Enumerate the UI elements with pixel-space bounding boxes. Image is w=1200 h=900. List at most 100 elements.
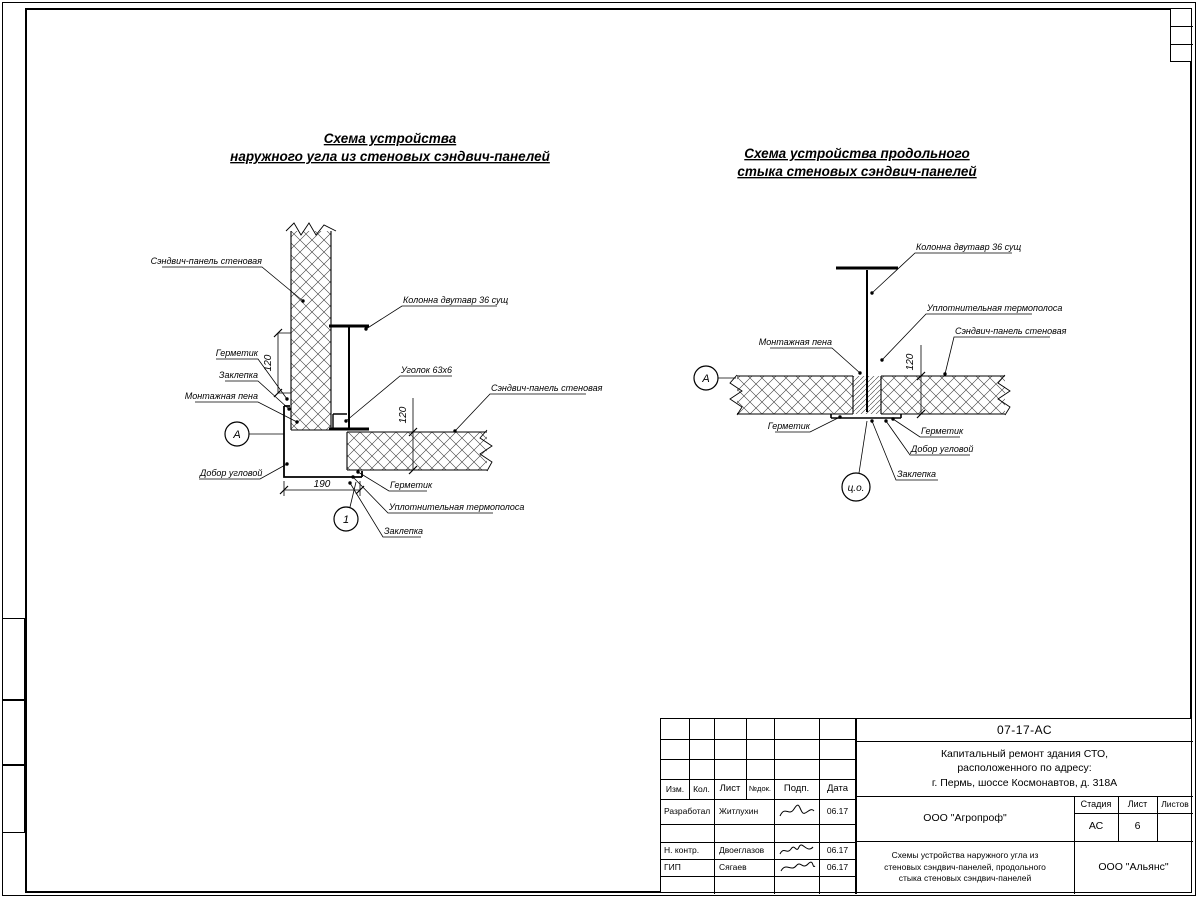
leader bbox=[345, 375, 452, 422]
tb-role-1: Разработал bbox=[664, 806, 711, 817]
left-vertical-panel-hatch bbox=[291, 231, 331, 430]
right-diagram-markers bbox=[693, 365, 871, 502]
title-block: Изм. Кол. Лист №док. Подп. Дата Разработ… bbox=[660, 718, 1193, 894]
left-diagram-leaders bbox=[162, 266, 586, 538]
tb-line bbox=[855, 719, 857, 894]
tb-date-4: 06.17 bbox=[826, 862, 849, 873]
signature-icon bbox=[779, 844, 813, 855]
tb-org-developer: ООО "Агропроф" bbox=[923, 811, 1007, 824]
dim-line bbox=[277, 332, 291, 394]
leader bbox=[365, 305, 497, 330]
label-sealant-2: Герметик bbox=[390, 480, 433, 490]
label-rivet-2: Заклепка bbox=[384, 526, 423, 536]
tb-line bbox=[661, 842, 856, 843]
corner-stamp-line bbox=[1171, 26, 1193, 27]
tb-line bbox=[714, 719, 715, 894]
margin-box-2 bbox=[2, 700, 25, 765]
angle-profile bbox=[332, 413, 347, 428]
label-column: Колонна двутавр 36 сущ bbox=[403, 295, 508, 305]
leader bbox=[357, 471, 427, 492]
joint-cover-strip bbox=[830, 414, 902, 419]
tb-project-name: Капитальный ремонт здания СТО, расположе… bbox=[856, 741, 1193, 796]
tb-header-izm: Изм. bbox=[665, 783, 685, 794]
tb-stage-value: АС bbox=[1088, 820, 1104, 833]
tb-project-line1: Капитальный ремонт здания СТО, bbox=[940, 748, 1109, 761]
marker-1-label: 1 bbox=[343, 514, 349, 526]
left-diagram-labels: Сэндвич-панель стеновая Колонна двутавр … bbox=[151, 256, 603, 536]
tb-line bbox=[661, 779, 856, 780]
tb-org-client: ООО "Альянс" bbox=[1098, 860, 1169, 873]
corner-stamp-line bbox=[1171, 44, 1193, 45]
leader bbox=[199, 463, 288, 480]
tb-doc-number: 07-17-АС bbox=[996, 722, 1053, 737]
leader bbox=[871, 420, 938, 481]
tb-sheet-title-line3: стыка стеновых сэндвич-панелей bbox=[898, 873, 1032, 884]
tb-sheet-value: 6 bbox=[1134, 820, 1141, 833]
label-angle: Уголок 63х6 bbox=[400, 365, 452, 375]
leader bbox=[216, 358, 288, 400]
tb-date-1: 06.17 bbox=[826, 806, 849, 817]
right-title-line1: Схема устройства продольного bbox=[744, 146, 969, 161]
leader bbox=[454, 393, 586, 432]
right-diagram-labels: Колонна двутавр 36 сущ Уплотнительная те… bbox=[759, 242, 1067, 479]
leader bbox=[871, 252, 1012, 294]
leader bbox=[775, 416, 841, 433]
break-line-top bbox=[285, 222, 337, 236]
tb-sheet-title-line1: Схемы устройства наружного угла из bbox=[891, 850, 1039, 861]
dim-tick bbox=[408, 427, 418, 475]
leader bbox=[352, 476, 493, 514]
dim-120-panel: 120 bbox=[905, 353, 916, 370]
marker-circle-1 bbox=[333, 506, 359, 532]
tb-stage-header: Стадия bbox=[1080, 798, 1112, 809]
right-title-line2: стыка стеновых сэндвич-панелей bbox=[737, 164, 977, 179]
leader bbox=[892, 418, 960, 438]
break-line-right bbox=[479, 429, 493, 472]
tb-name-4: Сягаев bbox=[719, 862, 747, 873]
right-panels-outline bbox=[737, 375, 1005, 415]
signature-icon bbox=[780, 861, 815, 872]
marker-a-label: А bbox=[232, 429, 240, 441]
tb-date-3: 06.17 bbox=[826, 845, 849, 856]
left-diagram-markers bbox=[224, 421, 359, 532]
tb-sheet-header: Лист bbox=[1127, 798, 1148, 809]
label-panel-wall: Сэндвич-панель стеновая bbox=[955, 326, 1067, 336]
tb-line bbox=[774, 719, 775, 894]
label-rivet: Заклепка bbox=[219, 370, 258, 380]
dim-tick bbox=[279, 485, 365, 495]
tb-header-ndok: №док. bbox=[749, 784, 771, 794]
leader bbox=[770, 347, 861, 374]
right-diagram-marker-text: А ц.о. bbox=[701, 373, 864, 494]
tb-line bbox=[819, 719, 820, 894]
right-diagram-dimensions bbox=[916, 345, 926, 419]
tb-header-list: Лист bbox=[719, 783, 741, 795]
marker-a-label: А bbox=[701, 373, 709, 385]
left-horizontal-panel-hatch bbox=[347, 432, 487, 470]
marker-line bbox=[858, 420, 868, 474]
label-rivet: Заклепка bbox=[897, 469, 936, 479]
dim-190: 190 bbox=[314, 479, 331, 490]
tb-header-data: Дата bbox=[826, 783, 849, 795]
tb-line bbox=[1157, 796, 1158, 841]
label-sealant-right: Герметик bbox=[921, 426, 964, 436]
label-thermo-strip: Уплотнительная термополоса bbox=[388, 502, 524, 512]
sheet-frame bbox=[25, 8, 1192, 893]
marker-circle-co bbox=[841, 472, 871, 502]
tb-line bbox=[661, 799, 856, 800]
leader bbox=[225, 380, 290, 410]
left-title-line1: Схема устройства bbox=[324, 131, 457, 146]
tb-signature-1 bbox=[774, 799, 819, 824]
tb-line bbox=[1118, 796, 1119, 841]
tb-line bbox=[1074, 813, 1193, 814]
label-corner-piece: Добор угловой bbox=[910, 444, 973, 454]
left-horizontal-panel-outline bbox=[346, 431, 487, 471]
label-sealant: Герметик bbox=[216, 348, 259, 358]
tb-line bbox=[856, 796, 1193, 797]
tb-line bbox=[661, 876, 856, 877]
leader bbox=[885, 420, 970, 456]
signature-icon bbox=[779, 804, 814, 816]
tb-sheet-title: Схемы устройства наружного угла из стено… bbox=[856, 841, 1074, 894]
dim-tick bbox=[916, 371, 926, 419]
right-panel-left-hatch bbox=[737, 376, 853, 414]
label-column: Колонна двутавр 36 сущ bbox=[916, 242, 1021, 252]
